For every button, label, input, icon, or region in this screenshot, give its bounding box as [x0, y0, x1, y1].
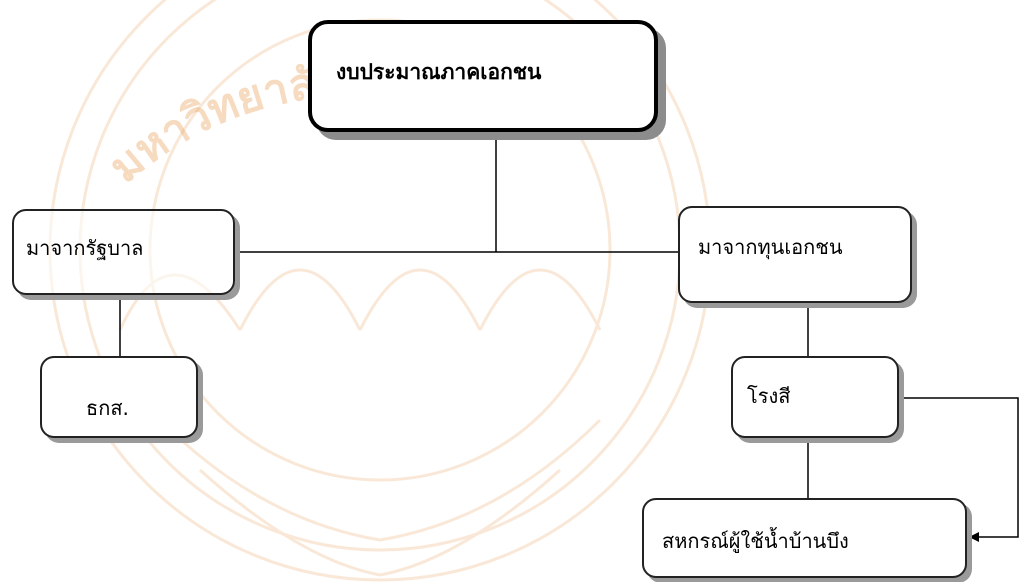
node-from-government: มาจากรัฐบาล — [12, 209, 235, 295]
connector-mill-to-coop-arrow — [900, 397, 1019, 542]
node-from-government-label: มาจากรัฐบาล — [26, 236, 144, 260]
node-private-budget: งบประมาณภาคเอกชน — [308, 20, 658, 132]
node-baac-label: ธกส. — [86, 396, 129, 420]
node-water-user-cooperative-label: สหกรณ์ผู้ใช้น้ำบ้านบึง — [662, 529, 849, 553]
node-private-budget-label: งบประมาณภาคเอกชน — [336, 60, 542, 84]
node-water-user-cooperative: สหกรณ์ผู้ใช้น้ำบ้านบึง — [642, 498, 967, 578]
node-baac: ธกส. — [40, 356, 198, 438]
node-rice-mill: โรงสี — [731, 356, 899, 438]
node-from-private-capital-label: มาจากทุนเอกชน — [698, 235, 843, 259]
node-from-private-capital: มาจากทุนเอกชน — [678, 206, 912, 303]
node-rice-mill-label: โรงสี — [747, 384, 791, 408]
